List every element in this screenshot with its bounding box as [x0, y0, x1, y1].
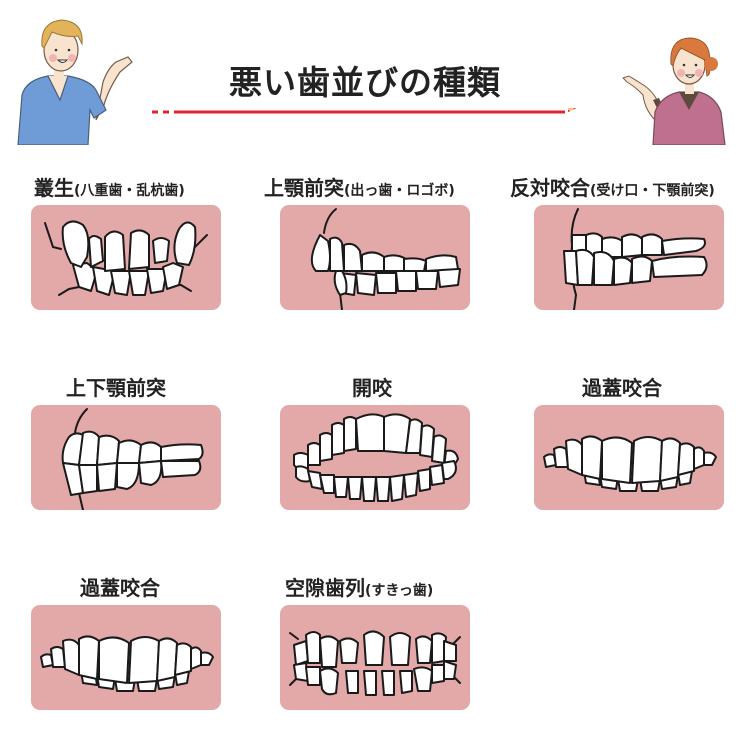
- underbite-teeth-icon: [563, 208, 708, 310]
- open-bite-teeth-icon: [293, 413, 459, 502]
- spacing-card: [280, 605, 470, 710]
- type-alias: (出っ歯・ロゴボ): [344, 183, 455, 199]
- underbite-card: [534, 205, 724, 310]
- type-label-spacing: 空隙歯列(すきっ歯): [285, 572, 433, 601]
- type-name: 過蓋咬合: [80, 576, 160, 600]
- female-hygienist-illustration: [622, 37, 726, 145]
- pencil-underline-icon: [152, 108, 598, 114]
- page-title: 悪い歯並びの種類: [229, 63, 501, 102]
- type-alias: (すきっ歯): [365, 583, 434, 599]
- type-label-deep-bite-2: 過蓋咬合: [80, 572, 160, 601]
- type-name: 叢生: [34, 176, 74, 200]
- type-label-crowding: 叢生(八重歯・乱杭歯): [34, 172, 185, 201]
- overjet-card: [280, 205, 470, 310]
- deep-bite-teeth-icon: [543, 435, 717, 492]
- bimaxillary-card: [31, 405, 221, 510]
- deep-bite-card-1: [534, 405, 724, 510]
- crowded-teeth-icon: [44, 220, 208, 296]
- type-name: 上顎前突: [264, 176, 344, 200]
- type-name: 反対咬合: [510, 176, 590, 200]
- deep-bite-card-2: [31, 605, 221, 710]
- type-label-bimaxillary: 上下顎前突: [66, 372, 166, 401]
- crowding-card: [31, 205, 221, 310]
- bimaxillary-protrusion-teeth-icon: [61, 408, 204, 510]
- type-alias: (受け口・下顎前突): [590, 183, 715, 199]
- deep-bite-teeth-icon: [40, 635, 214, 692]
- type-label-open-bite: 開咬: [352, 372, 392, 401]
- type-label-underbite: 反対咬合(受け口・下顎前突): [510, 172, 715, 201]
- type-name: 空隙歯列: [285, 576, 365, 600]
- type-label-overjet: 上顎前突(出っ歯・ロゴボ): [264, 172, 455, 201]
- spaced-teeth-icon: [289, 630, 461, 696]
- open-bite-card: [280, 405, 470, 510]
- overjet-teeth-icon: [310, 208, 461, 310]
- type-name: 過蓋咬合: [582, 376, 662, 400]
- type-label-deep-bite: 過蓋咬合: [582, 372, 662, 401]
- type-alias: (八重歯・乱杭歯): [74, 183, 185, 199]
- male-dentist-illustration: [17, 19, 133, 145]
- type-name: 上下顎前突: [66, 376, 166, 400]
- type-name: 開咬: [352, 376, 392, 400]
